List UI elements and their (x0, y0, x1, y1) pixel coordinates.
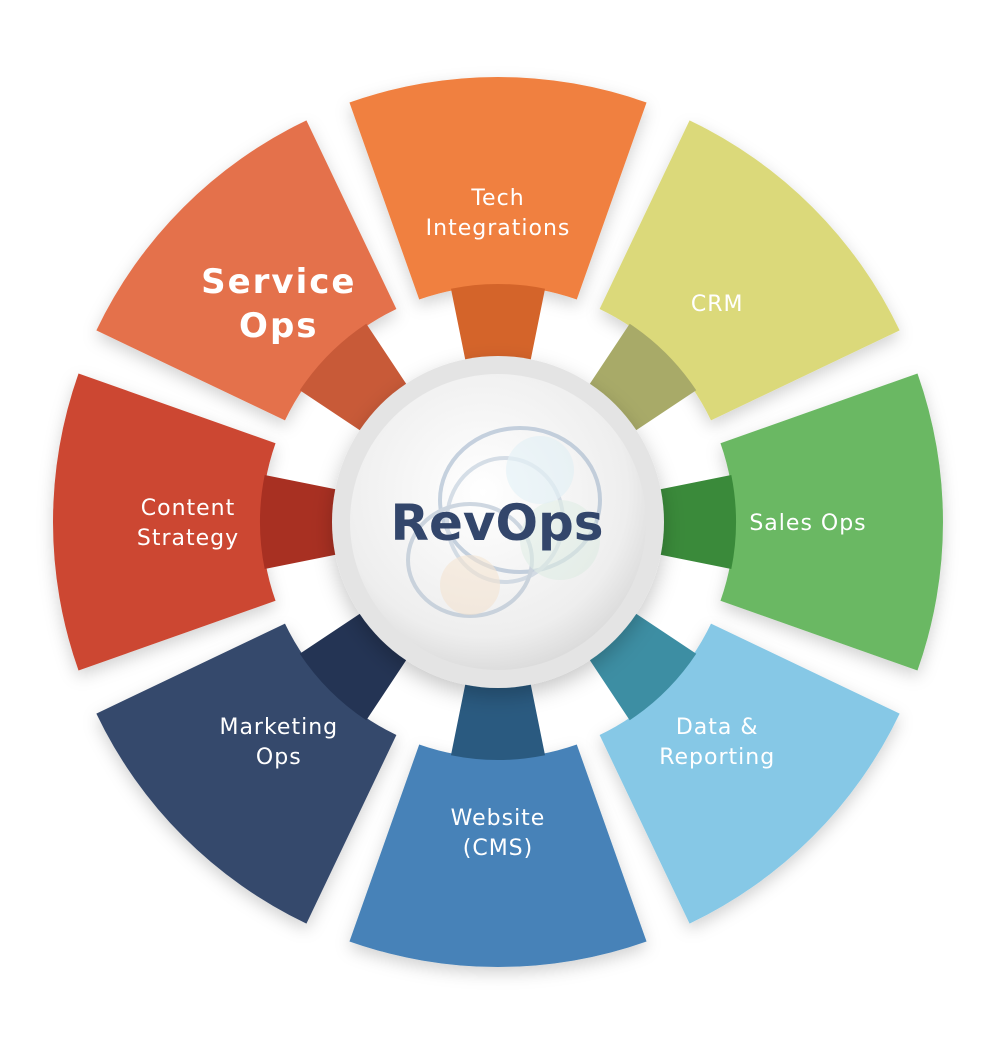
segment-label-line: Service (201, 262, 356, 302)
segment-label-data-reporting: Data & Reporting (659, 715, 775, 770)
hub-title: RevOps (390, 494, 603, 552)
segment-website-cms: Website (CMS) (349, 678, 647, 967)
segment-label-website-cms: Website (CMS) (451, 806, 546, 861)
segment-label-line: Marketing (219, 715, 338, 740)
segment-label-line: Website (451, 806, 546, 831)
segment-collar-content-strategy (260, 474, 342, 570)
segment-sales-ops: Sales Ops (654, 373, 943, 671)
segment-label-line: Ops (239, 306, 318, 346)
center-hub: RevOps (332, 356, 664, 688)
hub-watermark-logo (406, 426, 602, 618)
segment-blade-data-reporting (599, 623, 900, 924)
segment-blade-website-cms (349, 744, 647, 967)
segment-blade-tech-integrations (349, 76, 647, 300)
segment-blade-sales-ops (720, 373, 943, 671)
segment-collar-website-cms (450, 678, 546, 761)
segment-blade-content-strategy (52, 373, 276, 671)
segment-label-line: Content (141, 496, 236, 521)
segment-label-sales-ops: Sales Ops (749, 511, 866, 536)
segment-label-crm: CRM (691, 292, 744, 317)
segment-label-line: Strategy (137, 526, 239, 551)
segment-blade-crm (599, 120, 900, 421)
segment-label-line: (CMS) (463, 836, 533, 861)
segment-label-line: Sales Ops (749, 511, 866, 536)
segment-data-reporting: Data & Reporting (586, 610, 900, 924)
segment-label-line: Ops (256, 745, 302, 770)
segment-collar-sales-ops (654, 474, 737, 570)
segment-label-line: Reporting (659, 745, 775, 770)
segment-blade-service-ops (96, 120, 397, 421)
segment-crm: CRM (586, 120, 900, 434)
segment-label-line: CRM (691, 292, 744, 317)
segment-label-line: Data & (676, 715, 759, 740)
segment-blade-marketing-ops (96, 623, 397, 924)
segment-label-line: Tech (470, 186, 524, 211)
segment-label-line: Integrations (426, 216, 571, 241)
segment-collar-tech-integrations (450, 284, 546, 366)
